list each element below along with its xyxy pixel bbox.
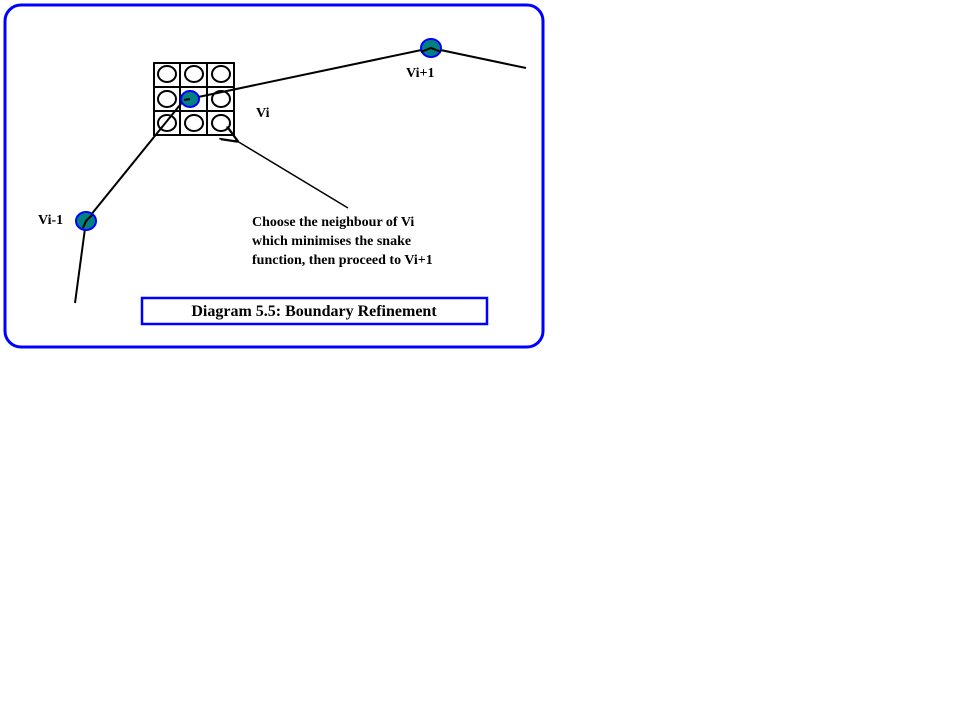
annotation-arrow <box>237 141 349 209</box>
neighbourhood-grid <box>153 62 235 136</box>
annotation-line-1: Choose the neighbour of Vi <box>252 215 414 230</box>
label-vi-minus-1: Vi-1 <box>38 213 63 228</box>
annotation-line-2: which minimises the snake <box>252 234 411 249</box>
caption-box <box>140 296 489 326</box>
diagram-frame <box>3 3 545 349</box>
caption-text: Diagram 5.5: Boundary Refinement <box>191 303 437 320</box>
label-vi: Vi <box>256 106 270 121</box>
label-vi-plus-1: Vi+1 <box>406 66 434 81</box>
annotation-line-3: function, then proceed to Vi+1 <box>252 253 433 268</box>
